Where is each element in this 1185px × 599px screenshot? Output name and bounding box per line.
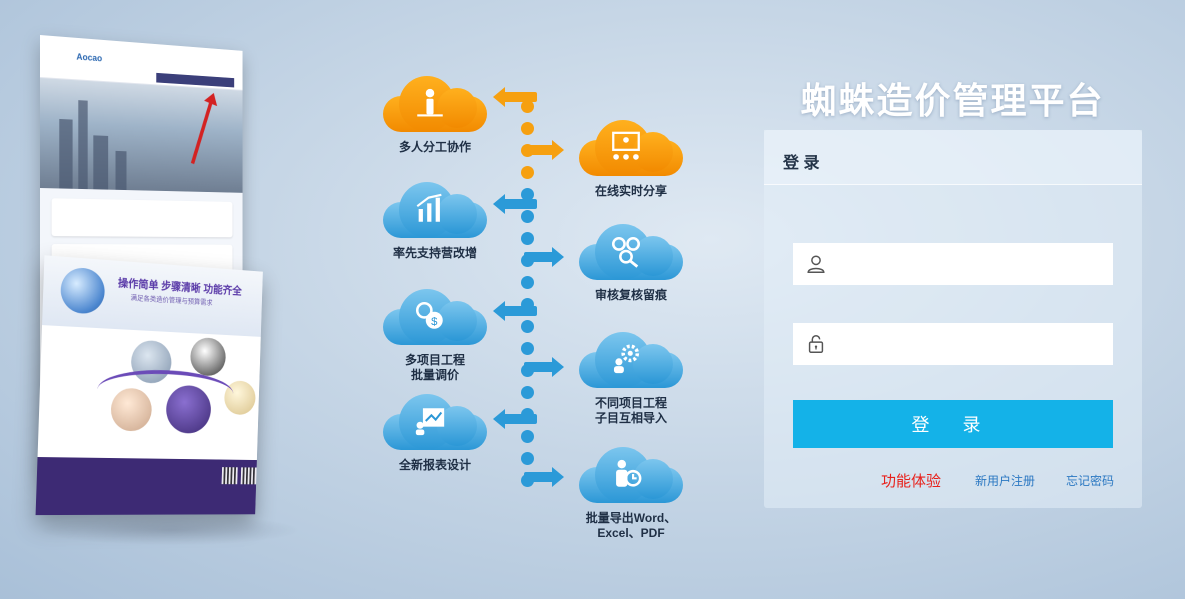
- price-adjust-icon: $: [415, 301, 443, 329]
- login-panel: 登 录 登 录 功能体验 新用户注册 忘记密码: [764, 130, 1142, 508]
- connector-dot: [521, 232, 534, 245]
- connector-dot: [521, 452, 534, 465]
- arrow-left-2: [493, 194, 537, 214]
- presentation-icon: [612, 131, 640, 160]
- connector-dot: [521, 430, 534, 443]
- feature-item-import: 不同项目工程 子目互相导入: [556, 330, 706, 426]
- growth-arrow-icon: [190, 100, 213, 165]
- feature-label: 多人分工协作: [398, 140, 471, 154]
- website-mockup: Aocao 操作简单 步骤清晰 功能齐全 满足各类造价管理与预算需求: [30, 35, 350, 555]
- growth-chart-icon: [416, 193, 442, 222]
- people-icon: [417, 88, 443, 117]
- feature-label: 批量导出Word、 Excel、PDF: [585, 511, 677, 540]
- feature-label: 不同项目工程 子目互相导入: [594, 396, 667, 425]
- feature-audit-trail: 审核复核留痕: [556, 222, 706, 303]
- feature-batch-export: 批量导出Word、 Excel、PDF: [556, 445, 706, 541]
- mockup-logo: Aocao: [76, 51, 103, 64]
- feature-report-design: 全新报表设计: [360, 392, 510, 473]
- arrow-right-3: [524, 357, 564, 377]
- unlock-icon: [808, 335, 824, 353]
- register-link[interactable]: 新用户注册: [975, 474, 1036, 488]
- gear-person-icon: [613, 344, 640, 374]
- feature-connector: [521, 100, 535, 500]
- report-icon: [415, 408, 445, 436]
- connector-dot: [521, 166, 534, 179]
- mockup-hero-image: [40, 78, 243, 193]
- login-button[interactable]: 登 录: [793, 400, 1113, 448]
- connector-dot: [521, 100, 534, 113]
- connector-dot: [521, 276, 534, 289]
- feature-collaboration: 多人分工协作: [360, 74, 510, 155]
- feature-experience-link[interactable]: 功能体验: [881, 473, 942, 490]
- feature-sharing: 在线实时分享: [556, 118, 706, 199]
- feature-label: 多项目工程 批量调价: [404, 353, 465, 382]
- feature-vat-support: 率先支持营改增: [360, 180, 510, 261]
- feature-label: 审核复核留痕: [594, 288, 667, 302]
- feature-batch-pricing: $ 多项目工程 批量调价: [360, 287, 510, 383]
- forgot-password-link[interactable]: 忘记密码: [1066, 474, 1115, 488]
- username-field[interactable]: [793, 243, 1113, 287]
- mockup-page-front: 操作简单 步骤清晰 功能齐全 满足各类造价管理与预算需求: [35, 255, 263, 516]
- connector-dot: [521, 188, 534, 201]
- arrow-right-4: [524, 467, 564, 487]
- export-clock-icon: [616, 459, 642, 487]
- password-input[interactable]: [837, 323, 1107, 367]
- platform-title: 蜘蛛造价管理平台: [800, 80, 1105, 121]
- audit-icon: [611, 236, 641, 268]
- arrow-left-3: [493, 301, 537, 321]
- arrow-right-1: [524, 140, 564, 160]
- connector-dot: [521, 386, 534, 399]
- login-panel-header: 登 录: [764, 130, 1142, 185]
- svg-text:$: $: [431, 316, 438, 328]
- arrow-right-2: [524, 247, 564, 267]
- user-icon: [807, 255, 825, 273]
- arrow-left-4: [493, 409, 537, 429]
- globe-icon: [59, 266, 106, 315]
- connector-dot: [521, 210, 534, 223]
- password-field[interactable]: [793, 323, 1113, 367]
- feature-label: 在线实时分享: [594, 184, 667, 198]
- connector-dot: [521, 320, 534, 333]
- feature-label: 率先支持营改增: [392, 246, 477, 260]
- connector-dot: [521, 122, 534, 135]
- feature-label: 全新报表设计: [398, 458, 471, 472]
- connector-dot: [521, 342, 534, 355]
- arrow-left-1: [493, 87, 537, 107]
- login-header-label: 登 录: [783, 155, 820, 172]
- username-input[interactable]: [837, 243, 1107, 287]
